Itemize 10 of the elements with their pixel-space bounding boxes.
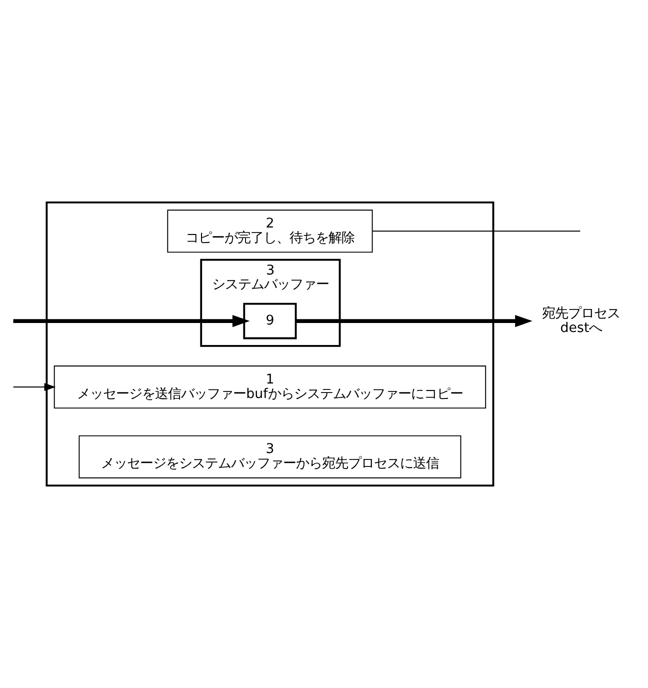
arrow: [296, 315, 532, 328]
node-box: 9: [243, 302, 297, 340]
cluster: [46, 202, 494, 486]
connector: [372, 230, 581, 232]
node-box: 1 メッセージを送信バッファーbufからシステムバッファーにコピー: [54, 366, 486, 409]
arrow: [12, 383, 56, 392]
arrow: [13, 315, 250, 328]
node-text: 宛先プロセス destへ: [542, 306, 620, 336]
node-box: 2 コピーが完了し、待ちを解除: [167, 210, 373, 253]
node-box: 3 メッセージをシステムバッファーから宛先プロセスに送信: [78, 435, 462, 478]
